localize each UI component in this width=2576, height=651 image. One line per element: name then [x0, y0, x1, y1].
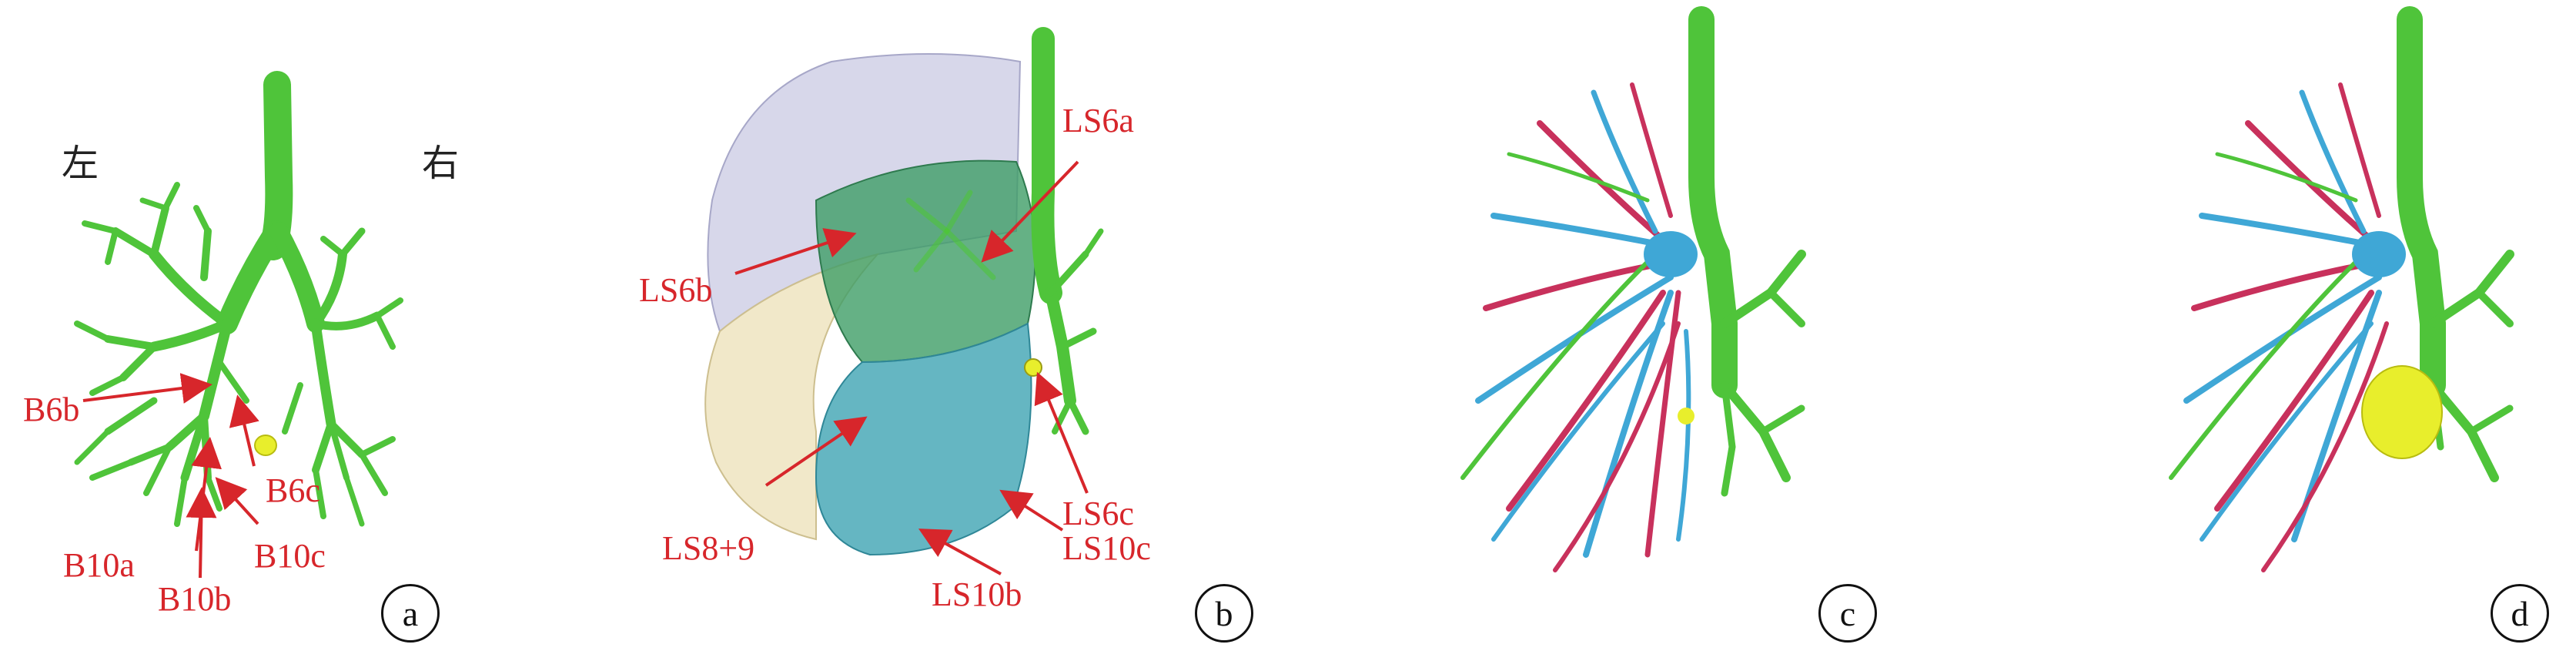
nodule — [2361, 365, 2443, 459]
panel-b: LS6a LS6b LS6c LS8+9 LS10b LS10c b — [585, 0, 1278, 651]
nodule — [1024, 358, 1042, 377]
pulmonary-hub — [1644, 231, 1698, 277]
label-ls6b: LS6b — [639, 271, 713, 309]
annotation-arrows — [82, 373, 259, 579]
vessel-airway-nodule-render — [2169, 6, 2514, 572]
vessel-airway-render — [1460, 6, 1806, 572]
label-ls10b: LS10b — [932, 575, 1022, 613]
panel-d: d — [2063, 0, 2576, 651]
panel-a: 左 右 B6b B6c B10a B10b B10c a — [0, 0, 554, 651]
annotation-arrows — [734, 160, 1089, 575]
label-ls6c: LS6c — [1062, 495, 1134, 532]
vessel-tree — [2169, 82, 2389, 572]
panel-letter-c: c — [1818, 584, 1877, 643]
panel-letter-a: a — [381, 584, 440, 643]
label-b10c: B10c — [254, 537, 326, 575]
bronchial-tree-render — [74, 71, 403, 579]
label-b6c: B6c — [266, 471, 320, 509]
panel-letter-d: d — [2491, 584, 2549, 643]
label-b10b: B10b — [158, 580, 232, 618]
nodule — [1678, 408, 1694, 424]
label-ls8-9: LS8+9 — [662, 529, 755, 567]
segment-s8-9 — [704, 253, 880, 541]
lung-segment-render — [704, 27, 1104, 575]
label-ls10c: LS10c — [1062, 529, 1151, 567]
airway-tree — [1688, 6, 1806, 497]
label-b6b: B6b — [23, 391, 80, 428]
vessel-tree — [1460, 82, 1691, 572]
label-b10a: B10a — [63, 546, 135, 584]
airway-tree — [74, 71, 403, 527]
panel-c: c — [1417, 0, 1909, 651]
left-side-label: 左 — [62, 142, 99, 185]
segment-s10 — [815, 322, 1032, 556]
pulmonary-hub — [2352, 231, 2406, 277]
right-side-label: 右 — [422, 142, 460, 185]
panel-letter-b: b — [1195, 584, 1253, 643]
label-ls6a: LS6a — [1062, 102, 1134, 139]
airway-tree — [2397, 6, 2514, 482]
nodule — [254, 435, 277, 456]
